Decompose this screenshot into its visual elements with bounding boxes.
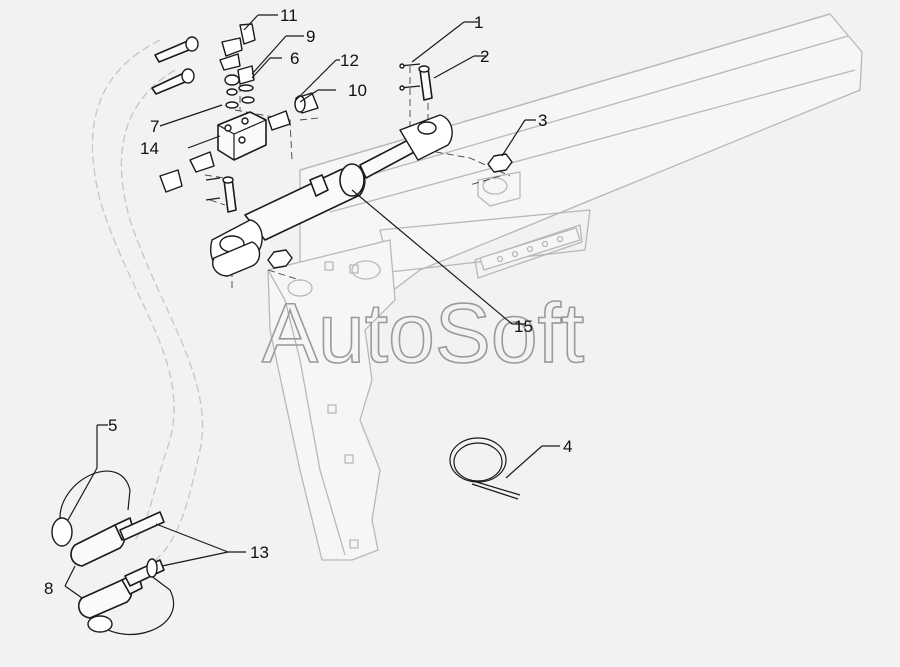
callout-9: 9 xyxy=(306,27,315,46)
nuts xyxy=(267,153,513,269)
hydraulic-cylinder xyxy=(210,114,453,277)
clevis-pin xyxy=(419,67,433,101)
valve-block xyxy=(217,111,267,161)
callout-6: 6 xyxy=(290,49,299,68)
adapters xyxy=(119,511,165,587)
callout-10: 10 xyxy=(348,81,367,100)
callout-13: 13 xyxy=(250,543,269,562)
callout-1: 1 xyxy=(474,13,483,32)
callout-labels: 1 2 3 4 5 6 7 8 9 10 11 12 13 14 15 xyxy=(44,6,572,598)
watermark: AutoSoft xyxy=(262,286,584,380)
callout-14: 14 xyxy=(140,139,159,158)
pins xyxy=(205,63,433,213)
callout-7: 7 xyxy=(150,117,159,136)
rod-clevis xyxy=(399,114,453,161)
callout-8: 8 xyxy=(44,579,53,598)
callout-11: 11 xyxy=(280,6,298,25)
callout-4: 4 xyxy=(563,437,572,456)
callout-15: 15 xyxy=(514,317,533,336)
tractor-frame xyxy=(267,13,863,561)
callout-5: 5 xyxy=(108,416,117,435)
callout-12: 12 xyxy=(340,51,359,70)
callout-leaders xyxy=(64,14,560,599)
callout-2: 2 xyxy=(480,47,489,66)
hydraulic-hoses xyxy=(91,39,204,566)
cable-tie xyxy=(449,437,521,500)
hydraulic-fittings xyxy=(151,23,319,193)
callout-3: 3 xyxy=(538,111,547,130)
